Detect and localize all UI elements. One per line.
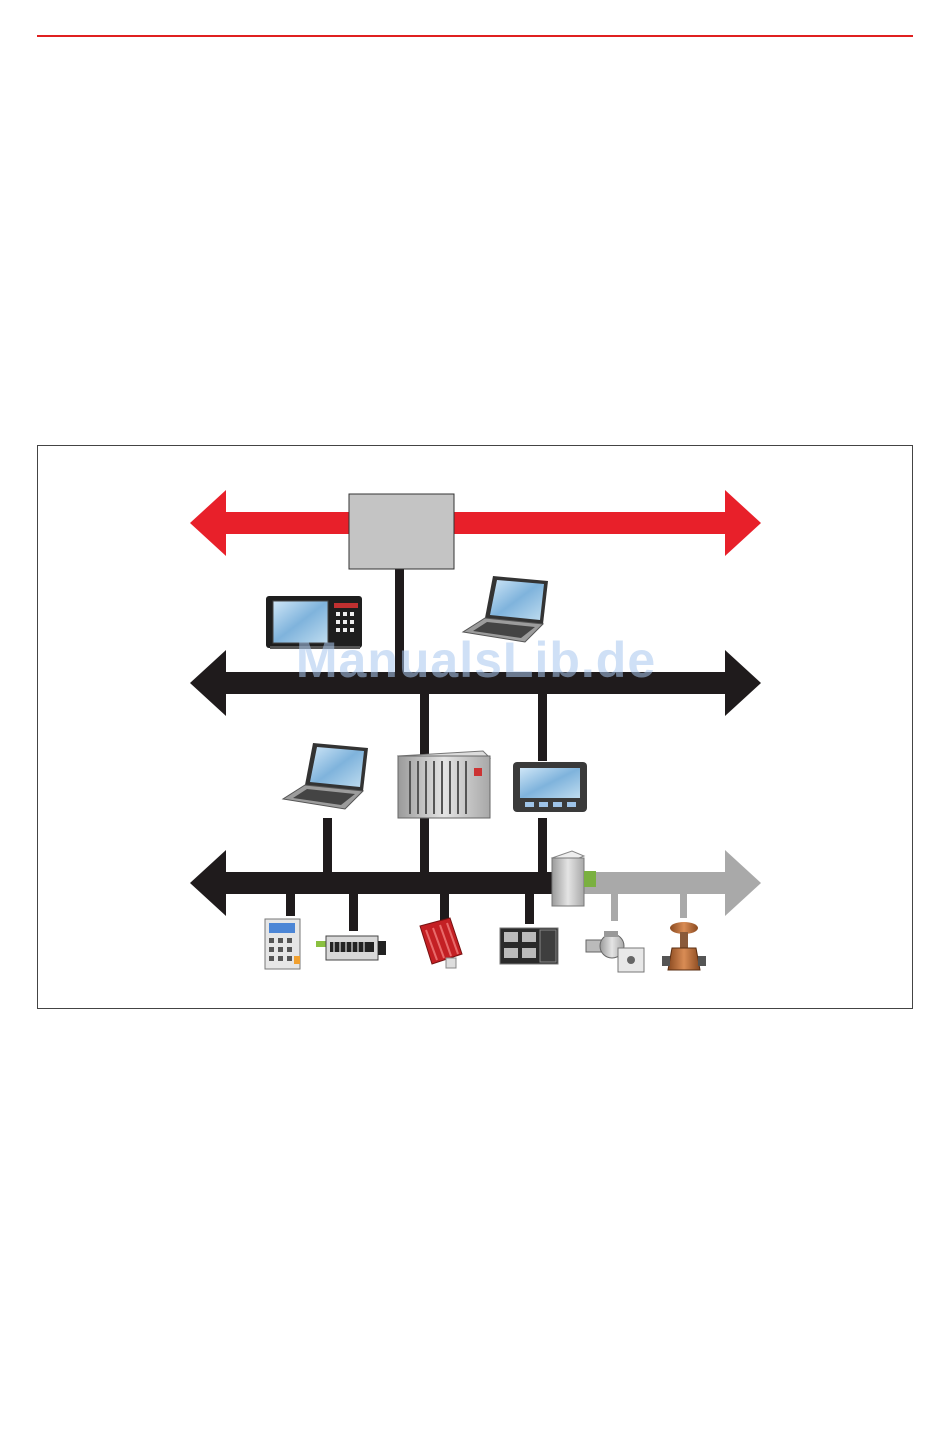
din-rail-module-icon xyxy=(316,936,386,960)
gateway-box xyxy=(349,494,454,569)
valve-icon xyxy=(662,922,706,970)
bottom-bus xyxy=(190,850,761,921)
io-terminal-icon xyxy=(265,919,300,969)
laptop-icon xyxy=(283,743,368,809)
top-rule xyxy=(37,35,913,37)
controller-rack-icon xyxy=(398,751,490,818)
network-diagram xyxy=(38,446,912,1008)
pump-icon xyxy=(586,931,644,972)
coupler-module-icon xyxy=(552,851,596,906)
monitor-icon xyxy=(513,762,587,812)
network-figure: ManualsLib.de xyxy=(37,445,913,1009)
middle-bus xyxy=(190,650,761,716)
operator-panel-icon xyxy=(266,596,362,649)
drive-icon xyxy=(420,918,462,968)
compact-io-icon xyxy=(500,928,558,964)
laptop-icon xyxy=(463,576,548,642)
red-bus xyxy=(190,490,761,556)
